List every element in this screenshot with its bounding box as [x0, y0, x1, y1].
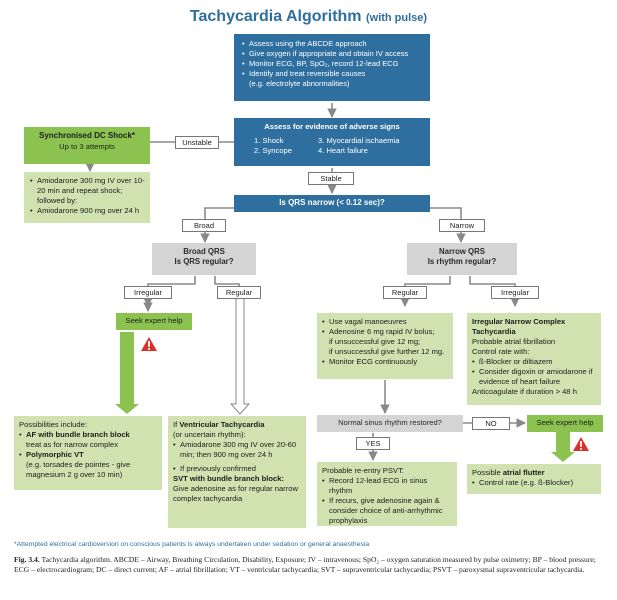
warning-icon [141, 337, 157, 351]
possibility-pvt-bold: Polymorphic VT [26, 450, 84, 460]
psvt-title: Probable re-entry PSVT: [322, 466, 404, 475]
atrial-flutter-box: Possible atrial flutter Control rate (e.… [467, 464, 601, 494]
arrow-to-flutter [551, 428, 575, 462]
broad-qrs-title: Broad QRS [183, 247, 225, 256]
irregular-narrow-anticoag: Anticoagulate if duration > 48 h [472, 387, 577, 397]
vagal-item-2c: if unsuccessful give further 12 mg. [329, 347, 445, 357]
dc-shock-title: Synchronised DC Shock* [38, 131, 136, 140]
adverse-sign: 2. Syncope [254, 146, 292, 156]
assess-item: Monitor ECG, BP, SpO₂, record 12-lead EC… [242, 59, 424, 69]
dc-shock-subtitle: Up to 3 attempts [59, 141, 115, 151]
yes-label: YES [356, 437, 390, 450]
no-label: NO [472, 417, 510, 430]
broad-regular-label: Regular [217, 286, 261, 299]
irregular-narrow-item-1: ß-Blocker or diltiazem [472, 357, 596, 367]
psvt-box: Probable re-entry PSVT: Record 12-lead E… [317, 462, 457, 526]
irregular-narrow-title-1: Irregular Narrow Complex [472, 317, 566, 326]
adverse-signs-box: Assess for evidence of adverse signs 1. … [234, 118, 430, 166]
possibilities-box: Possibilities include: AF with bundle br… [14, 416, 162, 490]
flutter-bold: atrial flutter [502, 468, 545, 477]
possibility-af-bold: AF with bundle branch block [26, 430, 130, 440]
narrow-qrs-title: Narrow QRS [439, 247, 485, 256]
psvt-item-2: If recurs, give adenosine again & consid… [322, 496, 452, 526]
page-title: Tachycardia Algorithm (with pulse) [0, 8, 617, 26]
seek-help-text: Seek expert help [536, 418, 594, 427]
amiodarone-box: Amiodarone 300 mg IV over 10-20 min and … [24, 172, 150, 223]
arrow-to-possibilities [115, 332, 139, 414]
irregular-narrow-control: Control rate with: [472, 347, 530, 357]
flutter-heading: Possible atrial flutter [472, 468, 596, 478]
broad-label: Broad [182, 219, 226, 232]
irregular-narrow-probable: Probable atrial fibrillation [472, 337, 556, 347]
qrs-narrow-question: Is QRS narrow (< 0.12 sec)? [279, 198, 385, 207]
adverse-sign: 3. Myocardial ischaemia [318, 136, 400, 146]
vagal-item-2b: if unsuccessful give 12 mg; [329, 337, 421, 347]
broad-qrs-box: Broad QRS Is QRS regular? [152, 243, 256, 275]
vagal-item-1: Use vagal manoeuvres [322, 317, 448, 327]
adverse-sign: 1. Shock [254, 136, 284, 146]
narrow-regular-label: Regular [383, 286, 427, 299]
vt-previously-confirmed: If previously confirmed [173, 464, 301, 474]
irregular-narrow-box: Irregular Narrow Complex Tachycardia Pro… [467, 313, 601, 405]
caption-label: Fig. 3.4. [14, 555, 40, 564]
possibility-pvt: Polymorphic VT(e.g. torsades de pointes … [19, 450, 157, 480]
vagal-manoeuvres-box: Use vagal manoeuvres Adenosine 6 mg rapi… [317, 313, 453, 379]
qrs-narrow-box: Is QRS narrow (< 0.12 sec)? [234, 195, 430, 212]
caption-text: Tachycardia algorithm. ABCDE – Airway, B… [14, 555, 596, 574]
adverse-heading: Assess for evidence of adverse signs [264, 122, 400, 131]
irregular-narrow-item-2: Consider digoxin or amiodarone if eviden… [472, 367, 596, 387]
narrow-qrs-box: Narrow QRS Is rhythm regular? [407, 243, 517, 275]
footnote: *Attempted electrical cardioversion on c… [14, 541, 370, 548]
unstable-label: Unstable [175, 136, 219, 149]
flutter-item-1: Control rate (e.g. ß-Blocker) [472, 478, 596, 488]
possibilities-intro: Possibilities include: [19, 420, 87, 429]
amiodarone-item: Amiodarone 300 mg IV over 10-20 min and … [30, 176, 146, 206]
warning-icon [573, 437, 589, 451]
narrow-irregular-label: Irregular [491, 286, 539, 299]
vt-svt-rest: Give adenosine as for regular narrow com… [173, 484, 298, 504]
vt-svt-bold: SVT with bundle branch block: [173, 474, 284, 484]
flutter-intro: Possible [472, 468, 501, 477]
adverse-sign: 4. Heart failure [318, 146, 368, 156]
broad-qrs-question: Is QRS regular? [174, 257, 234, 267]
assess-item: Identify and treat reversible causes [242, 69, 424, 79]
vagal-item-2: Adenosine 6 mg rapid IV bolus; if unsucc… [322, 327, 448, 357]
seek-help-text: Seek expert help [125, 316, 183, 325]
vt-if: If [173, 420, 178, 429]
sinus-rhythm-question: Normal sinus rhythm restored? [338, 418, 442, 427]
dc-shock-box: Synchronised DC Shock* Up to 3 attempts [24, 127, 150, 164]
narrow-qrs-question: Is rhythm regular? [427, 257, 497, 267]
sinus-rhythm-box: Normal sinus rhythm restored? [317, 415, 463, 432]
assess-item: Assess using the ABCDE approach [242, 39, 424, 49]
broad-irregular-label: Irregular [124, 286, 172, 299]
ventricular-tachycardia-box: If Ventricular Tachycardia (or uncertain… [168, 416, 306, 528]
vt-rest: (or uncertain rhythm): [173, 430, 246, 440]
possibility-pvt-note: (e.g. torsades de pointes - give magnesi… [26, 460, 131, 480]
assess-item: Give oxygen if appropriate and obtain IV… [242, 49, 424, 59]
vagal-item-2a: Adenosine 6 mg rapid IV bolus; [329, 327, 435, 337]
assess-item-note: (e.g. electrolyte abnormalities) [249, 78, 350, 88]
assess-box: Assess using the ABCDE approach Give oxy… [234, 34, 430, 101]
stable-label: Stable [308, 172, 354, 185]
irregular-narrow-title-2: Tachycardia [472, 327, 516, 337]
title-suffix: (with pulse) [365, 12, 428, 24]
title-main: Tachycardia Algorithm [189, 8, 362, 25]
narrow-label: Narrow [439, 219, 485, 232]
figure-caption: Fig. 3.4. Tachycardia algorithm. ABCDE –… [14, 555, 604, 575]
psvt-item-1: Record 12-lead ECG in sinus rhythm [322, 476, 452, 496]
possibility-af-note: treat as for narrow complex [26, 440, 119, 450]
amiodarone-item: Amiodarone 900 mg over 24 h [30, 206, 146, 216]
arrow-to-vt [229, 297, 251, 415]
seek-expert-help-box-2: Seek expert help [527, 415, 603, 432]
vagal-item-3: Monitor ECG continuously [322, 357, 448, 367]
vt-bold: Ventricular Tachycardia [179, 420, 265, 429]
vt-amiodarone: Amiodarone 300 mg IV over 20-60 min; the… [173, 440, 301, 460]
vt-heading: If Ventricular Tachycardia [173, 420, 301, 430]
seek-expert-help-box-1: Seek expert help [116, 313, 192, 330]
